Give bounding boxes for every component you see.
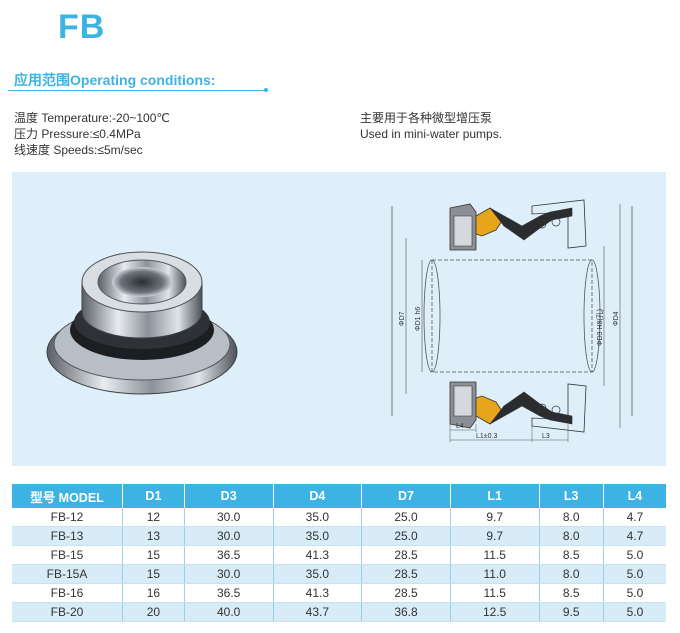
value-cell: 40.0 (184, 602, 274, 622)
value-cell: 36.5 (184, 545, 274, 565)
column-header: D7 (361, 484, 451, 508)
value-cell: 16 (122, 583, 185, 603)
label-d1: ΦD1 h6 (415, 307, 422, 331)
column-header: L3 (539, 484, 604, 508)
column-header: 型号 MODEL (12, 484, 123, 508)
label-d4: ΦD4 (613, 311, 620, 326)
value-cell: 15 (122, 545, 185, 565)
column-header: D1 (122, 484, 185, 508)
seal-photo (46, 251, 238, 395)
model-cell: FB-16 (12, 583, 123, 603)
value-cell: 5.0 (603, 583, 666, 603)
value-cell: 4.7 (603, 508, 666, 527)
value-cell: 11.5 (450, 583, 540, 603)
label-l4: L4 (456, 423, 464, 430)
value-cell: 11.5 (450, 545, 540, 565)
value-cell: 8.5 (539, 545, 604, 565)
condition-speed: 线速度 Speeds:≤5m/sec (14, 143, 143, 157)
value-cell: 9.7 (450, 526, 540, 546)
value-cell: 35.0 (273, 526, 363, 546)
value-cell: 35.0 (273, 508, 363, 527)
value-cell: 30.0 (184, 564, 274, 584)
model-cell: FB-13 (12, 526, 123, 546)
value-cell: 41.3 (273, 583, 363, 603)
heading-rule-dot (264, 88, 268, 92)
value-cell: 4.7 (603, 526, 666, 546)
value-cell: 8.5 (539, 583, 604, 603)
heading-rule (8, 90, 264, 91)
label-l3: L3 (542, 433, 550, 440)
label-d7: ΦD7 (399, 311, 406, 326)
value-cell: 11.0 (450, 564, 540, 584)
value-cell: 28.5 (361, 564, 451, 584)
value-cell: 12 (122, 508, 185, 527)
condition-temperature: 温度 Temperature:-20~100℃ (14, 111, 170, 125)
condition-pressure: 压力 Pressure:≤0.4MPa (14, 127, 141, 141)
application-cn: 主要用于各种微型增压泵 (360, 111, 493, 125)
value-cell: 8.0 (539, 564, 604, 584)
lower-seal-section (449, 381, 587, 433)
value-cell: 35.0 (273, 564, 363, 584)
column-header: D4 (273, 484, 363, 508)
model-cell: FB-20 (12, 602, 123, 622)
model-cell: FB-15 (12, 545, 123, 565)
column-header: D3 (184, 484, 274, 508)
value-cell: 12.5 (450, 602, 540, 622)
value-cell: 5.0 (603, 602, 666, 622)
model-cell: FB-15A (12, 564, 123, 584)
value-cell: 9.5 (539, 602, 604, 622)
value-cell: 30.0 (184, 508, 274, 527)
value-cell: 5.0 (603, 564, 666, 584)
section-heading: 应用范围Operating conditions: (14, 72, 216, 88)
value-cell: 8.0 (539, 508, 604, 527)
label-d3: ΦD3 H8(孔) (596, 309, 604, 346)
value-cell: 41.3 (273, 545, 363, 565)
value-cell: 20 (122, 602, 185, 622)
value-cell: 8.0 (539, 526, 604, 546)
value-cell: 5.0 (603, 545, 666, 565)
value-cell: 30.0 (184, 526, 274, 546)
label-l1: L1±0.3 (476, 433, 497, 440)
value-cell: 9.7 (450, 508, 540, 527)
value-cell: 43.7 (273, 602, 363, 622)
value-cell: 15 (122, 564, 185, 584)
product-panel: ΦD7 ΦD1 h6 ΦD3 H8(孔) ΦD4 L4 L1±0.3 L3 (12, 172, 666, 466)
column-header: L4 (603, 484, 666, 508)
page-title: FB (58, 8, 106, 46)
upper-seal-section (449, 199, 587, 251)
value-cell: 28.5 (361, 583, 451, 603)
value-cell: 36.5 (184, 583, 274, 603)
model-cell: FB-12 (12, 508, 123, 527)
value-cell: 13 (122, 526, 185, 546)
application-en: Used in mini-water pumps. (360, 127, 503, 141)
seal-drawing: ΦD7 ΦD1 h6 ΦD3 H8(孔) ΦD4 L4 L1±0.3 L3 (391, 199, 633, 442)
value-cell: 36.8 (361, 602, 451, 622)
value-cell: 25.0 (361, 508, 451, 527)
column-header: L1 (450, 484, 540, 508)
value-cell: 25.0 (361, 526, 451, 546)
value-cell: 28.5 (361, 545, 451, 565)
